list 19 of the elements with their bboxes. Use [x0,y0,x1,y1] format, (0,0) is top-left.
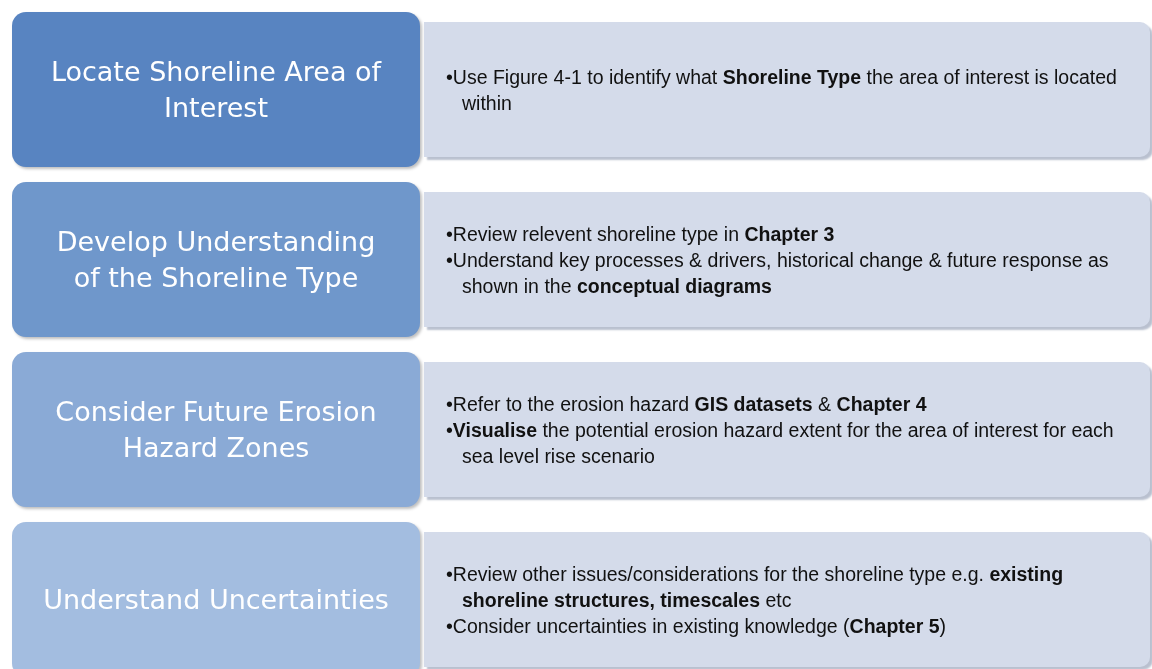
description-panel [424,362,1150,497]
bullet-text: •Visualise the potential erosion hazard extent for the area of interest for each sea level rise scenario [446,417,1115,469]
bullet-text: •Review relevent shoreline type in Chapter 3 [446,221,836,247]
bullet-text: •Refer to the erosion hazard GIS datasets & Chapter 4 [446,391,928,417]
description-panel [424,532,1150,667]
step-title: Develop Understanding of the Shoreline Type [55,224,377,295]
step-box [12,352,420,507]
step-title: Locate Shoreline Area of Interest [49,54,383,125]
bullet-text: •Consider uncertainties in existing knowledge (Chapter 5) [446,613,947,639]
step-box [12,12,420,167]
step-box [12,522,420,669]
step-box [12,182,420,337]
bullet-text: •Review other issues/considerations for the shoreline type e.g. existing shoreline structures, timescales etc [446,561,1065,613]
step-title: Understand Uncertainties [43,582,389,617]
description-panel [424,22,1150,157]
bullet-text: •Understand key processes & drivers, historical change & future response as shown in the conceptual diagrams [446,247,1110,299]
step-title: Consider Future Erosion Hazard Zones [54,394,378,465]
bullet-text: •Use Figure 4-1 to identify what Shoreline Type the area of interest is located within [446,64,1118,116]
description-panel [424,192,1150,327]
